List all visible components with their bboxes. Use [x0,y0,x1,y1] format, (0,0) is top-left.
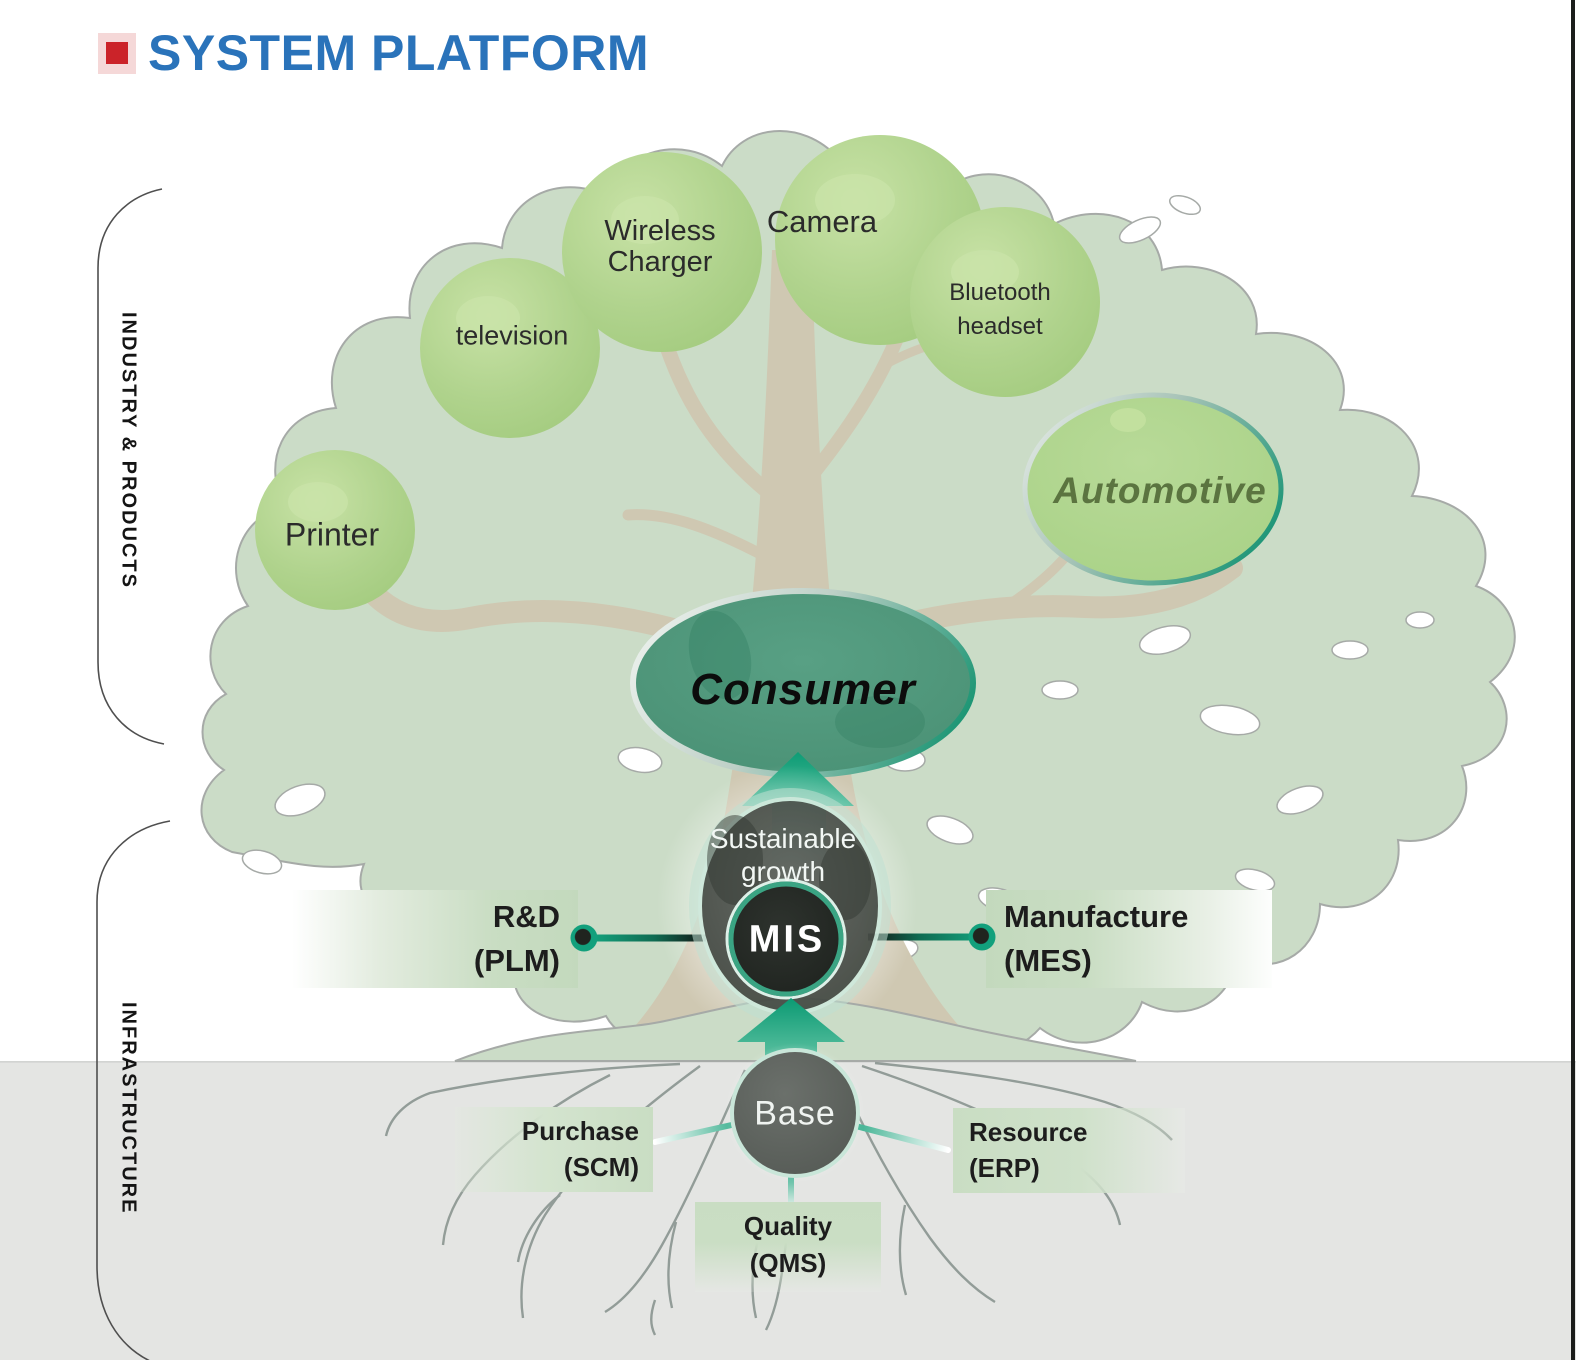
rnd-code: (PLM) [473,943,560,978]
consumer-bubble [630,588,976,778]
resource-code: (ERP) [969,1153,1040,1183]
camera-label: Camera [766,204,878,239]
resource-name: Resource [969,1117,1088,1147]
page-title: SYSTEM PLATFORM [148,25,650,81]
bluetooth-line2: headset [957,313,1043,340]
wireless-charger-line1: Wireless [604,215,716,247]
purchase-code: (SCM) [563,1152,639,1182]
manufacture-connector-node [968,923,996,951]
wireless-charger-bubble [562,152,762,352]
rnd-plm-box: R&D (PLM) [292,890,578,988]
growth-line1: Sustainable [709,823,857,854]
wireless-charger-line2: Charger [607,246,713,278]
purchase-name: Purchase [521,1116,639,1146]
infrastructure-label: INFRASTRUCTURE [117,1001,140,1215]
manufacture-code: (MES) [1004,943,1092,978]
manufacture-name: Manufacture [1004,899,1189,934]
page-right-edge [1571,0,1575,1360]
title-bullet-inner-icon [106,42,128,64]
bluetooth-headset-label: Bluetooth headset [949,276,1050,344]
quality-qms-box: Quality (QMS) [695,1202,881,1292]
title-bullet-icon [98,32,136,74]
resource-erp-box: Resource (ERP) [953,1108,1185,1193]
quality-name: Quality [743,1211,833,1241]
section-brackets [96,188,171,1360]
printer-label: Printer [284,516,380,553]
sustainable-growth-label: Sustainable growth [710,822,856,888]
automotive-label: Automotive [1053,470,1267,511]
wireless-charger-label: Wireless Charger [604,216,715,278]
page-header: SYSTEM PLATFORM [98,24,649,82]
industry-products-label: INDUSTRY & PRODUCTS [117,311,140,589]
quality-code: (QMS) [749,1248,827,1278]
television-label: television [455,320,569,351]
rnd-connector-node [570,924,598,952]
rnd-name: R&D [492,899,560,934]
bluetooth-line1: Bluetooth [949,279,1051,306]
base-label: Base [754,1094,836,1133]
consumer-label: Consumer [690,665,916,714]
base-circle [725,1043,865,1183]
growth-line2: growth [740,856,826,887]
purchase-scm-box: Purchase (SCM) [455,1107,653,1192]
bluetooth-headset-bubble [910,207,1100,397]
automotive-bubble [1022,392,1284,586]
product-bubbles [255,135,1100,610]
mis-label: MIS [748,918,826,961]
manufacture-mes-box: Manufacture (MES) [986,890,1272,988]
